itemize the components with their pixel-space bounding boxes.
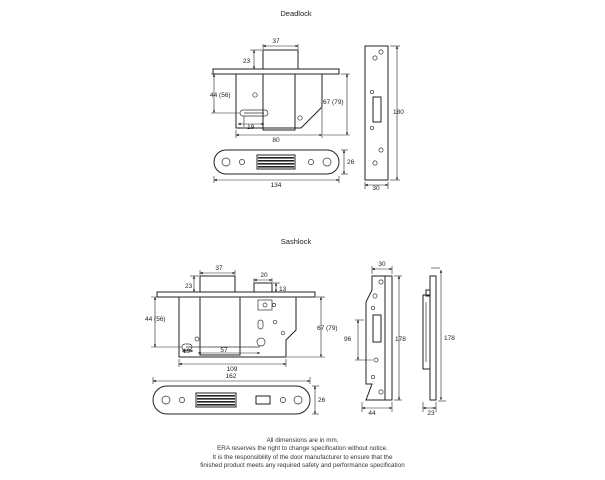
sashlock-strike-plate: 162 26 xyxy=(152,373,326,415)
note-line: It is the responsibility of the door man… xyxy=(212,453,393,461)
sashlock-dim-latch-width: 20 xyxy=(260,272,268,279)
deadlock-dimensions: 37 23 44 (56) 19 80 67 (79) xyxy=(210,38,350,144)
deadlock-dim-bolt-projection: 23 xyxy=(243,58,251,65)
sashlock-dim-forend-height: 178 xyxy=(395,336,406,343)
sashlock-dim-bolt-projection: 23 xyxy=(185,283,193,290)
sashlock-dim-forend-side-width: 44 xyxy=(368,410,376,417)
deadlock-dim-backset: 44 (56) xyxy=(210,92,231,99)
sashlock-dim-case-width: 109 xyxy=(227,366,238,373)
deadlock-dim-key-offset: 19 xyxy=(247,124,255,131)
note-line: finished product meets any required safe… xyxy=(200,462,405,470)
deadlock-body-front-view xyxy=(212,49,340,131)
sashlock-side-view: 178 23 xyxy=(422,267,455,417)
sashlock-title: Sashlock xyxy=(281,237,312,246)
sashlock-drawing: Sashlock 37 23 xyxy=(145,237,455,417)
deadlock-dim-forend-height: 180 xyxy=(393,109,404,116)
deadlock-drawing: Deadlock 37 23 44 (56) xyxy=(210,9,404,192)
sashlock-dim-latch-projection: 13 xyxy=(279,286,287,293)
note-line: ERA reserves the right to change specifi… xyxy=(217,445,388,453)
deadlock-dim-case-width: 80 xyxy=(272,137,280,144)
sashlock-body-front-view xyxy=(156,275,316,358)
sashlock-dim-case-height: 67 (79) xyxy=(317,325,338,332)
deadlock-dim-strike-length: 134 xyxy=(271,182,282,189)
sashlock-dimensions: 37 23 20 13 44 (56) 19 57 109 xyxy=(145,265,338,373)
deadlock-strike-plate: 134 26 xyxy=(213,149,355,189)
deadlock-forend-plate: 180 30 xyxy=(364,45,404,192)
note-line: All dimensions are in mm. xyxy=(266,437,339,444)
deadlock-dim-forend-width: 30 xyxy=(372,185,380,192)
sashlock-dim-strike-height: 26 xyxy=(318,397,326,404)
deadlock-dim-strike-height: 26 xyxy=(347,159,355,166)
deadlock-title: Deadlock xyxy=(280,9,312,18)
sashlock-dim-backset: 44 (56) xyxy=(145,316,166,323)
deadlock-dim-bolt-width: 37 xyxy=(272,38,280,45)
deadlock-dim-case-height: 67 (79) xyxy=(323,99,344,106)
sashlock-dim-centres: 57 xyxy=(220,347,228,354)
sashlock-dim-key-offset: 19 xyxy=(183,348,191,355)
sashlock-dim-side-height: 178 xyxy=(444,335,455,342)
sashlock-dim-forend-width: 30 xyxy=(378,261,386,268)
sashlock-dim-bolt-width: 37 xyxy=(215,265,223,272)
sashlock-dim-side-depth: 23 xyxy=(427,410,435,417)
footer-notes: All dimensions are in mm. ERA reserves t… xyxy=(0,437,605,471)
sashlock-dim-strike-length: 162 xyxy=(226,373,237,380)
sashlock-forend-plate: 30 96 178 44 xyxy=(344,261,406,417)
sashlock-dim-centre-distance: 96 xyxy=(344,336,352,343)
